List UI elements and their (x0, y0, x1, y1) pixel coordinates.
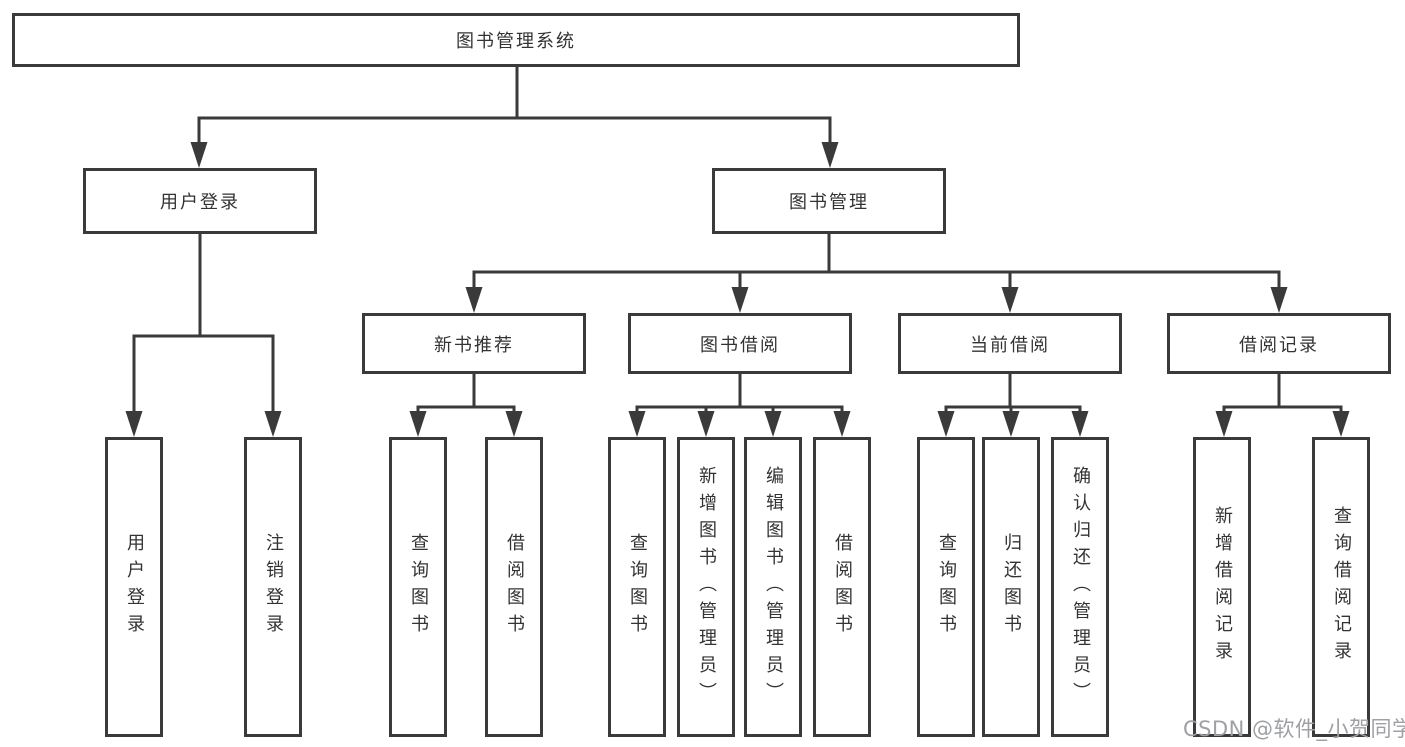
node-book-borrow: 图书借阅 (628, 313, 852, 374)
node-leaf-add-borrow-record: 新增借阅记录 (1193, 437, 1251, 737)
node-leaf-query-book-3-label: 查询图书 (936, 533, 957, 641)
node-book-borrow-label: 图书借阅 (700, 334, 780, 356)
node-leaf-user-login: 用户登录 (105, 437, 163, 737)
node-leaf-borrow-book-1: 借阅图书 (485, 437, 543, 737)
node-user-login-branch: 用户登录 (83, 168, 317, 234)
node-leaf-logout-label: 注销登录 (263, 533, 284, 641)
node-leaf-query-book-1-label: 查询图书 (408, 533, 429, 641)
node-leaf-query-borrow-record: 查询借阅记录 (1312, 437, 1370, 737)
node-leaf-user-login-label: 用户登录 (124, 533, 145, 641)
node-leaf-return-book-label: 归还图书 (1001, 533, 1022, 641)
node-leaf-query-book-3: 查询图书 (917, 437, 975, 737)
node-leaf-add-book-admin: 新增图书（管理员） (677, 437, 735, 737)
arrowheads (125, 142, 1350, 437)
node-leaf-query-borrow-record-label: 查询借阅记录 (1331, 506, 1352, 668)
node-leaf-confirm-return-admin-label: 确认归还（管理员） (1070, 465, 1091, 709)
node-leaf-add-borrow-record-label: 新增借阅记录 (1212, 506, 1233, 668)
node-borrow-records-label: 借阅记录 (1239, 334, 1319, 356)
node-current-borrow-label: 当前借阅 (970, 334, 1050, 356)
node-borrow-records: 借阅记录 (1167, 313, 1391, 374)
node-leaf-query-book-2: 查询图书 (608, 437, 666, 737)
csdn-watermark: CSDN @软件_小贺同学 (1183, 717, 1405, 741)
node-new-book-recommend-label: 新书推荐 (434, 334, 514, 356)
node-leaf-logout: 注销登录 (244, 437, 302, 737)
node-leaf-edit-book-admin-label: 编辑图书（管理员） (763, 465, 784, 709)
node-new-book-recommend: 新书推荐 (362, 313, 586, 374)
node-book-management-branch: 图书管理 (712, 168, 946, 234)
node-leaf-borrow-book-2-label: 借阅图书 (832, 533, 853, 641)
node-root: 图书管理系统 (12, 13, 1020, 67)
node-leaf-return-book: 归还图书 (982, 437, 1040, 737)
node-leaf-add-book-admin-label: 新增图书（管理员） (696, 465, 717, 709)
node-leaf-borrow-book-1-label: 借阅图书 (504, 533, 525, 641)
node-leaf-edit-book-admin: 编辑图书（管理员） (744, 437, 802, 737)
node-leaf-query-book-2-label: 查询图书 (627, 533, 648, 641)
node-current-borrow: 当前借阅 (898, 313, 1122, 374)
node-leaf-query-book-1: 查询图书 (389, 437, 447, 737)
node-leaf-confirm-return-admin: 确认归还（管理员） (1051, 437, 1109, 737)
node-root-label: 图书管理系统 (456, 31, 576, 52)
node-leaf-borrow-book-2: 借阅图书 (813, 437, 871, 737)
node-book-management-branch-label: 图书管理 (789, 192, 869, 213)
node-user-login-branch-label: 用户登录 (160, 192, 240, 213)
